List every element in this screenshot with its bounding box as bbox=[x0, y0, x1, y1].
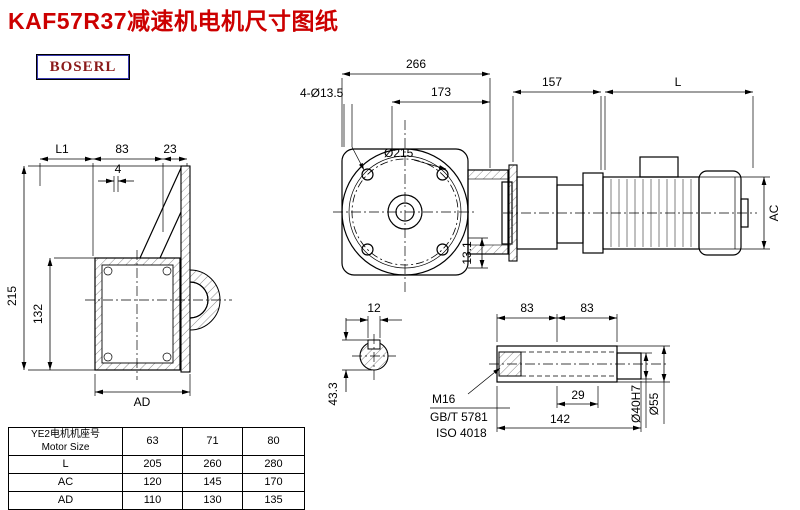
dim-266: 266 bbox=[406, 57, 426, 71]
dim-29: 29 bbox=[571, 388, 585, 402]
view-shaft-detail: 83 83 M16 GB/T 5781 ISO 4018 29 142 Ø40H… bbox=[430, 301, 670, 440]
dim-AD: AD bbox=[134, 395, 151, 409]
dim-AC: AC bbox=[767, 204, 781, 221]
dim-4: 4 bbox=[115, 162, 122, 176]
view-shaft-section: 12 43.3 bbox=[326, 301, 402, 406]
dim-215: 215 bbox=[5, 286, 19, 306]
motor-size-table: YE2电机机座号 Motor Size 63 71 80 L 205 260 2… bbox=[8, 427, 305, 510]
page-title: KAF57R37减速机电机尺寸图纸 bbox=[8, 8, 339, 34]
view-front-flange: 266 173 4-Ø13.5 Ø215 13.1 bbox=[300, 57, 513, 292]
dim-132: 132 bbox=[31, 304, 45, 324]
cell-AC-71: 145 bbox=[182, 473, 243, 492]
table-row: AD 110 130 135 bbox=[8, 491, 305, 510]
table-header-cn: YE2电机机座号 bbox=[31, 429, 100, 440]
dim-173: 173 bbox=[431, 85, 451, 99]
label-std-gbt: GB/T 5781 bbox=[430, 410, 488, 424]
row-label-AC: AC bbox=[8, 473, 123, 492]
view-side-left: L1 83 23 4 215 132 AD bbox=[5, 142, 232, 409]
brand-logo-text: BOSERL bbox=[37, 55, 129, 79]
dim-83-left: 83 bbox=[115, 142, 129, 156]
label-flange-dia: Ø215 bbox=[384, 146, 414, 160]
cell-L-80: 280 bbox=[242, 455, 305, 474]
table-header-row: YE2电机机座号 Motor Size 63 71 80 bbox=[8, 427, 305, 456]
dim-157: 157 bbox=[542, 75, 562, 89]
table-col-71: 71 bbox=[182, 427, 243, 456]
table-col-63: 63 bbox=[122, 427, 183, 456]
view-side-motor: 157 L AC bbox=[503, 75, 781, 262]
dim-L: L bbox=[675, 75, 682, 89]
table-header-motor-size: YE2电机机座号 Motor Size bbox=[8, 427, 123, 456]
cell-AC-63: 120 bbox=[122, 473, 183, 492]
dim-83-a: 83 bbox=[520, 301, 534, 315]
table-row: L 205 260 280 bbox=[8, 455, 305, 474]
table-row: AC 120 145 170 bbox=[8, 473, 305, 492]
dim-23: 23 bbox=[163, 142, 177, 156]
cell-AD-63: 110 bbox=[122, 491, 183, 510]
table-col-80: 80 bbox=[242, 427, 305, 456]
label-std-iso: ISO 4018 bbox=[436, 426, 487, 440]
dim-dia-55: Ø55 bbox=[647, 392, 661, 415]
table-header-en: Motor Size bbox=[41, 441, 90, 453]
row-label-L: L bbox=[8, 455, 123, 474]
dim-bore-40h7: Ø40H7 bbox=[629, 385, 643, 423]
dim-43-3: 43.3 bbox=[326, 382, 340, 406]
cell-L-71: 260 bbox=[182, 455, 243, 474]
dim-L1: L1 bbox=[55, 142, 69, 156]
cell-L-63: 205 bbox=[122, 455, 183, 474]
dim-83-b: 83 bbox=[580, 301, 594, 315]
dim-142: 142 bbox=[550, 412, 570, 426]
brand-logo-box: BOSERL bbox=[36, 54, 130, 80]
dim-12: 12 bbox=[367, 301, 381, 315]
row-label-AD: AD bbox=[8, 491, 123, 510]
label-bolt-holes: 4-Ø13.5 bbox=[300, 86, 344, 100]
cell-AC-80: 170 bbox=[242, 473, 305, 492]
cell-AD-71: 130 bbox=[182, 491, 243, 510]
label-thread-m16: M16 bbox=[432, 392, 456, 406]
cell-AD-80: 135 bbox=[242, 491, 305, 510]
dim-13-1: 13.1 bbox=[460, 241, 474, 265]
